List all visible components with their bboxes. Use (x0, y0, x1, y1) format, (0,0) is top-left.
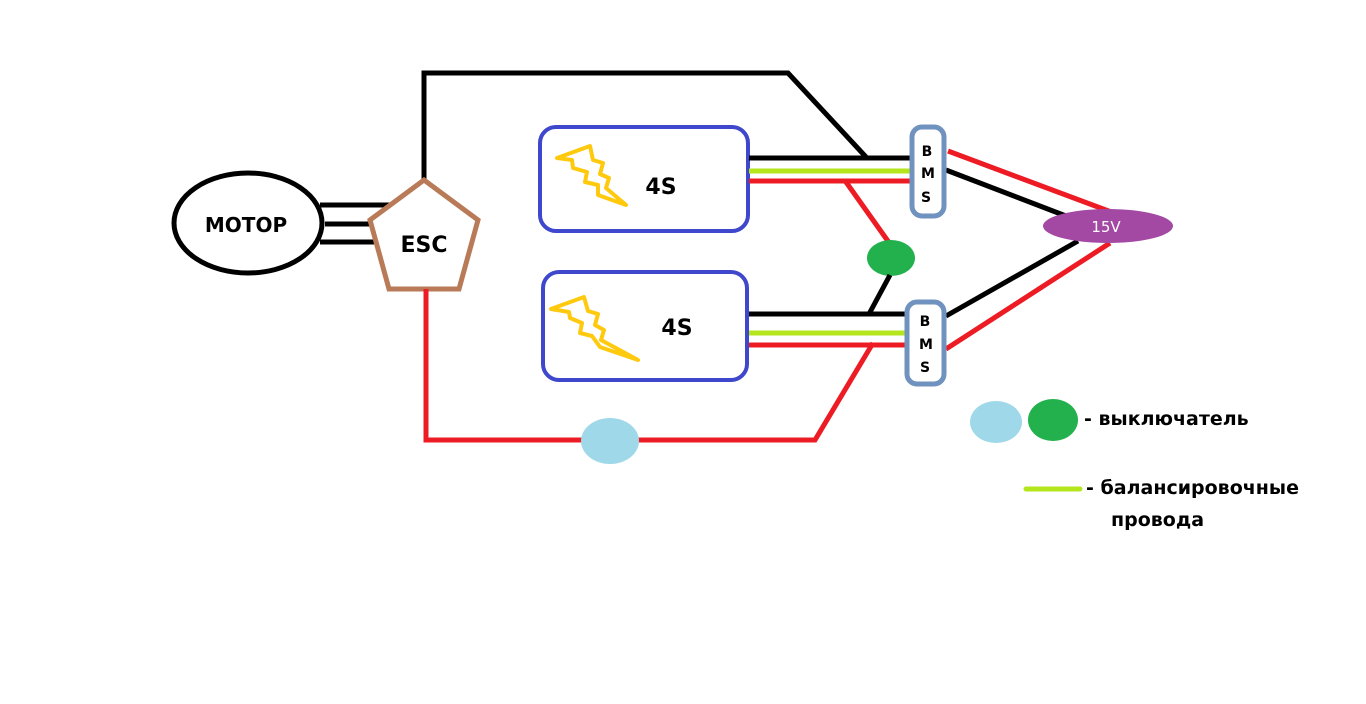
legend-switch-text: - выключатель (1084, 408, 1249, 430)
wire-bms1-negative-to-charger (945, 167, 1067, 219)
esc-label: ESC (400, 233, 447, 258)
battery-2 (541, 270, 749, 382)
motor-label: МОТОР (205, 213, 287, 237)
bms-1-letter-s: S (921, 190, 931, 206)
bms-1 (909, 124, 947, 219)
legend-balance-text-line1: - балансировочные (1086, 477, 1299, 499)
bms-2-letter-s: S (920, 360, 930, 376)
battery-1 (538, 125, 750, 233)
wire-bat1-to-switch (843, 180, 893, 246)
switch-light-blue[interactable] (581, 418, 639, 464)
bolt-icon (555, 144, 628, 207)
bms-2 (904, 299, 947, 387)
wire-switch-to-bat2 (866, 273, 893, 316)
battery-1-label: 4S (645, 175, 676, 200)
legend-switch-light-blue (970, 401, 1022, 443)
wire-esc-negative (421, 70, 868, 180)
charger-label: 15V (1091, 218, 1121, 236)
bms-2-letter-b: B (920, 314, 931, 330)
bolt-icon (549, 295, 640, 362)
bms-2-letter-m: M (919, 337, 933, 353)
bms-1-letter-m: M (921, 166, 935, 182)
wire-bms2-positive-to-charger (944, 240, 1112, 352)
wire-bms1-positive-to-charger (947, 148, 1115, 216)
motor-ellipse (171, 170, 325, 276)
legend-balance-text-line2: провода (1111, 509, 1205, 531)
bms-1-letter-b: B (922, 144, 933, 160)
battery-2-label: 4S (661, 316, 692, 341)
switch-green[interactable] (867, 240, 915, 276)
charger-ellipse (1043, 209, 1173, 243)
wire-bms2-negative-to-charger (944, 238, 1080, 319)
legend-switch-green (1028, 399, 1078, 441)
